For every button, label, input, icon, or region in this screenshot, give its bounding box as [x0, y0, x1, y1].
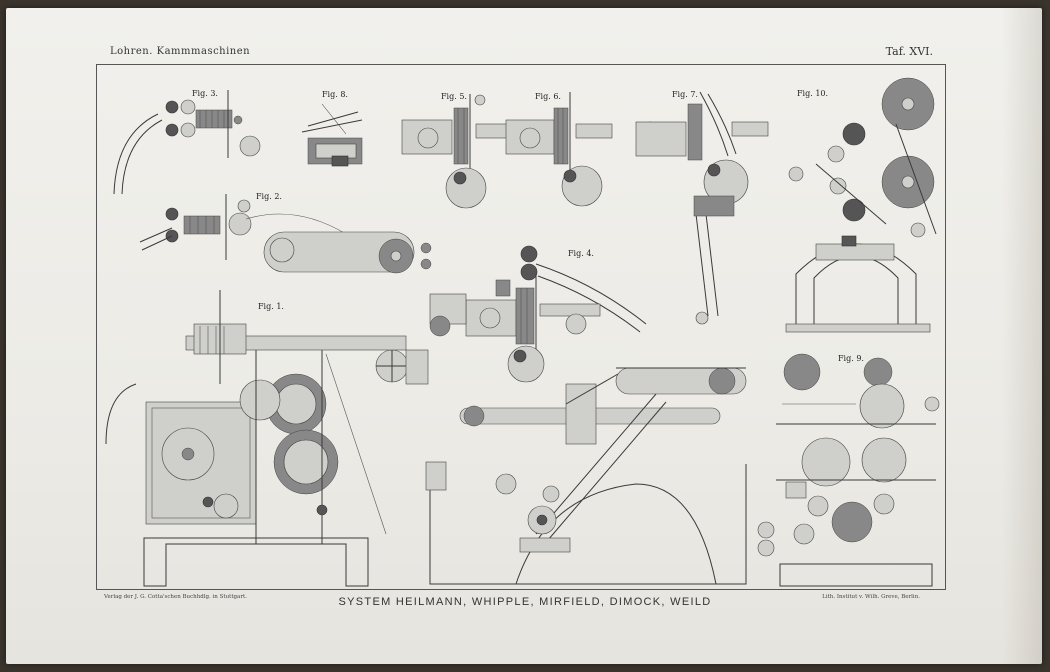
- fig1-label: Fig. 1.: [258, 302, 284, 311]
- series-title: Lohren. Kammmaschinen: [110, 46, 251, 57]
- drawing-fig4: [429, 245, 647, 383]
- drawing-fig3: [113, 90, 261, 195]
- fig6-label: Fig. 6.: [535, 92, 561, 101]
- publisher-credit: Verlag der J. G. Cotta'schen Buchhdlg. i…: [104, 594, 247, 600]
- fig10-label: Fig. 10.: [797, 89, 829, 98]
- fig4-label: Fig. 4.: [568, 249, 594, 258]
- drawing-fig1: [105, 290, 429, 587]
- drawing-fig5: [401, 94, 517, 209]
- drawing-fig6: [505, 92, 613, 207]
- engraving-drawings: [105, 77, 940, 587]
- fig7-label: Fig. 7.: [672, 90, 698, 99]
- fig2-label: Fig. 2.: [256, 192, 282, 201]
- drawing-fig10: [785, 77, 937, 333]
- drawing-fig2: [139, 194, 432, 274]
- plate-title: SYSTEM HEILMANN, WHIPPLE, MIRFIELD, DIMO…: [338, 596, 712, 608]
- plate-number: Taf. XVI.: [885, 45, 933, 58]
- paper-stain: [1002, 8, 1042, 664]
- fig3-label: Fig. 3.: [192, 89, 218, 98]
- plate-frame: [96, 64, 946, 590]
- fig8-label: Fig. 8.: [322, 90, 348, 99]
- drawing-machine-frame: [425, 367, 747, 585]
- drawing-fig7: [635, 91, 769, 325]
- drawing-fig9: [757, 353, 940, 587]
- drawing-fig8: [301, 103, 363, 167]
- fig5-label: Fig. 5.: [441, 92, 467, 101]
- fig9-label: Fig. 9.: [838, 354, 864, 363]
- lithographer-credit: Lith. Institut v. Wilh. Greve, Berlin.: [822, 594, 920, 600]
